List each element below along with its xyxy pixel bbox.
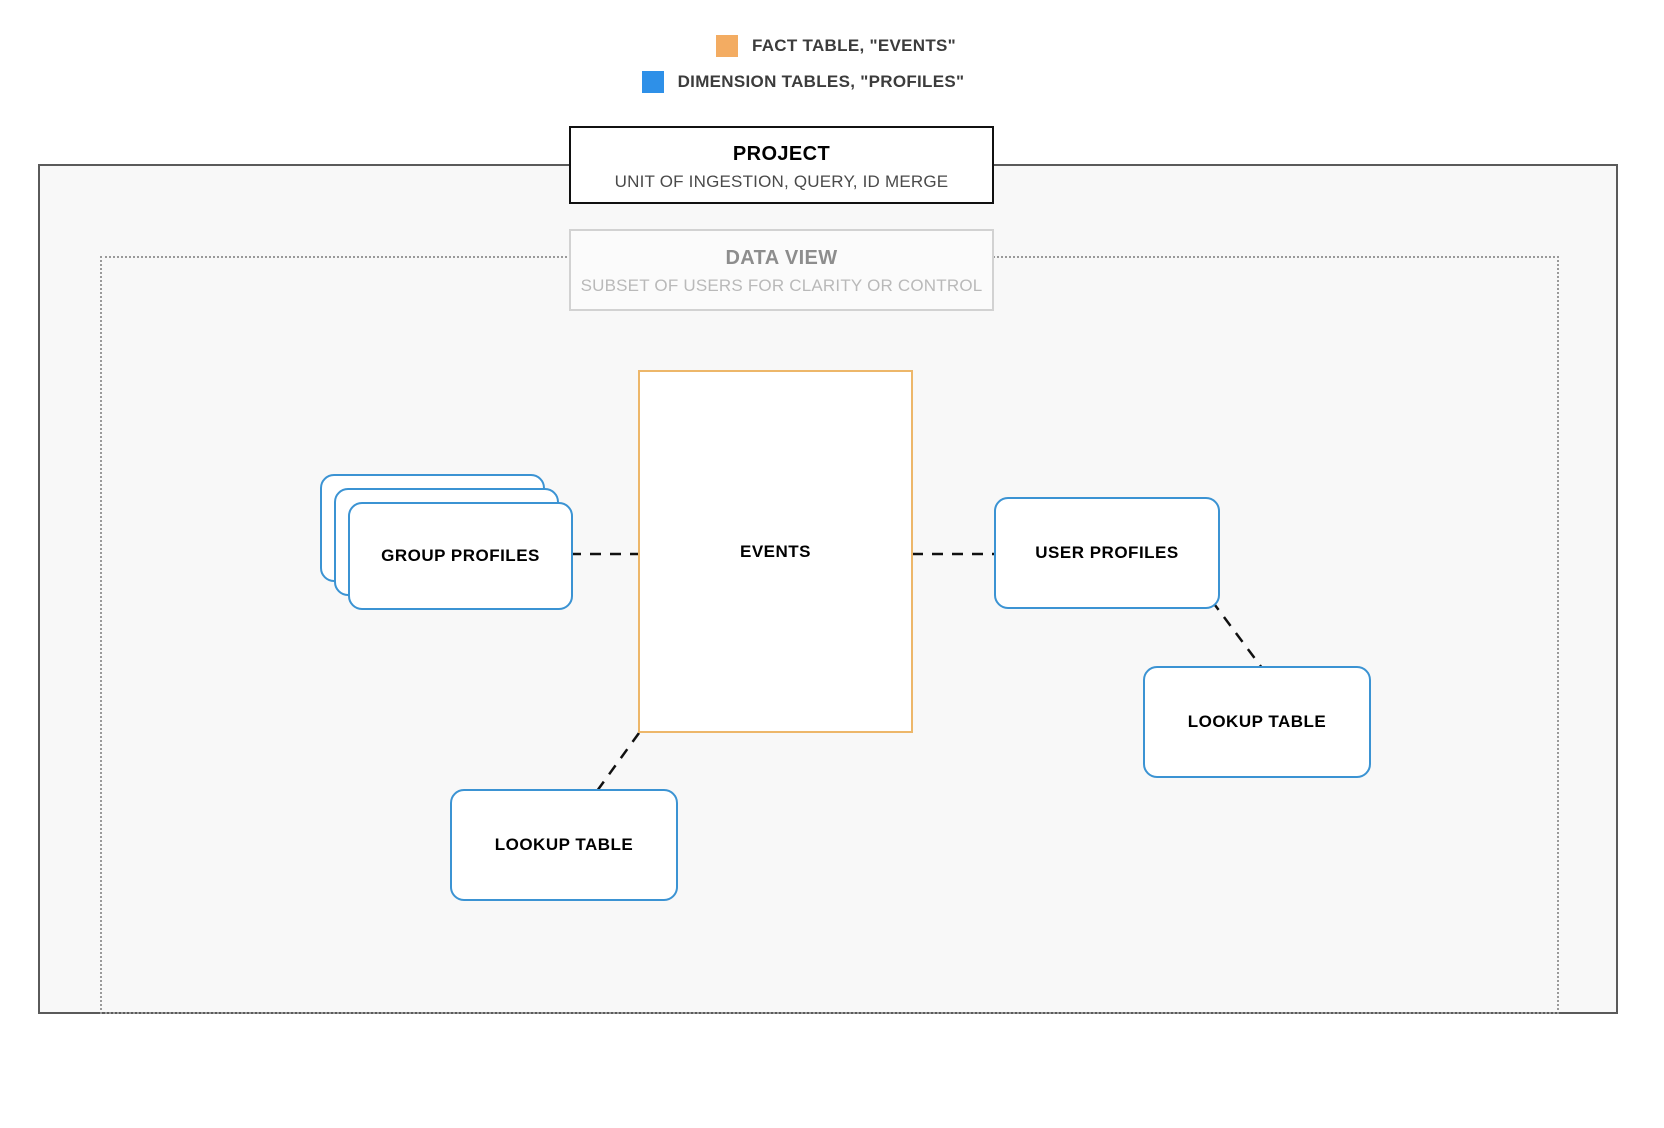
data-view-title: DATA VIEW xyxy=(725,247,838,269)
legend: FACT TABLE, "EVENTS" DIMENSION TABLES, "… xyxy=(0,28,1664,100)
node-label-lookup-table-right: LOOKUP TABLE xyxy=(1187,712,1327,731)
node-label-group-profiles: GROUP PROFILES xyxy=(381,546,540,565)
node-label-user-profiles: USER PROFILES xyxy=(1035,543,1179,562)
square-swatch-icon xyxy=(641,71,664,93)
node-group-profiles[interactable]: GROUP PROFILES xyxy=(320,474,573,610)
node-lookup-table-left[interactable]: LOOKUP TABLE xyxy=(450,789,678,901)
legend-label-dimension-tables: DIMENSION TABLES, "PROFILES" xyxy=(677,72,965,91)
legend-item-fact-table: FACT TABLE, "EVENTS" xyxy=(0,28,1664,64)
data-view-header-box: DATA VIEW SUBSET OF USERS FOR CLARITY OR… xyxy=(569,229,994,311)
legend-item-dimension-tables: DIMENSION TABLES, "PROFILES" xyxy=(0,64,1664,100)
node-label-lookup-table-left: LOOKUP TABLE xyxy=(494,835,634,854)
project-header-box: PROJECT UNIT OF INGESTION, QUERY, ID MER… xyxy=(569,126,994,204)
node-label-events: EVENTS xyxy=(739,541,812,561)
node-user-profiles[interactable]: USER PROFILES xyxy=(994,497,1220,609)
data-view-subtitle: SUBSET OF USERS FOR CLARITY OR CONTROL xyxy=(580,276,983,295)
group-profiles-stack-card-front[interactable]: GROUP PROFILES xyxy=(348,502,573,610)
project-title: PROJECT xyxy=(732,143,831,165)
node-events[interactable]: EVENTS xyxy=(638,370,913,733)
legend-label-fact-table: FACT TABLE, "EVENTS" xyxy=(751,36,957,55)
square-swatch-icon xyxy=(715,35,738,57)
project-subtitle: UNIT OF INGESTION, QUERY, ID MERGE xyxy=(614,172,949,191)
node-lookup-table-right[interactable]: LOOKUP TABLE xyxy=(1143,666,1371,778)
